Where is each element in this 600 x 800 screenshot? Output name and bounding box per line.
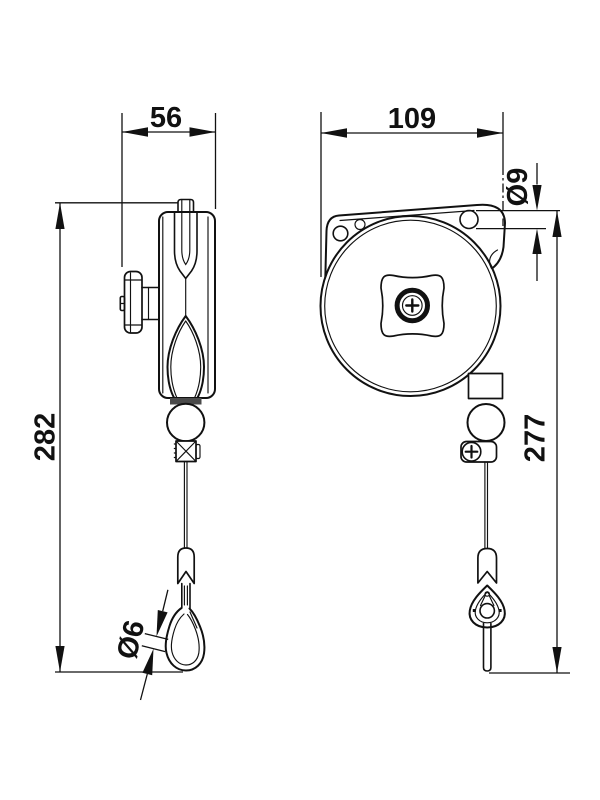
- dim-side-height: 282: [30, 202, 183, 673]
- flange-hole-small-2: [354, 218, 366, 231]
- dimensions: 56 109 Ø9 282: [30, 102, 570, 701]
- side-view: [119, 198, 216, 672]
- cable-outlet-side: [170, 398, 202, 405]
- cable-clamp-front: [460, 440, 498, 463]
- cable-end: [482, 622, 492, 672]
- flange-notch: [489, 249, 499, 270]
- tension-knob: [123, 270, 143, 334]
- dim-label-side-height: 282: [30, 413, 62, 461]
- flange-hole-small-1: [332, 225, 349, 242]
- dim-side-width: 56: [121, 102, 217, 267]
- dim-label-side-width: 56: [150, 102, 182, 134]
- front-view: [319, 203, 506, 672]
- mounting-hole: [459, 209, 479, 230]
- phillips-screw-center: [405, 298, 420, 313]
- dim-label-front-height: 277: [520, 414, 552, 462]
- phillips-screw-clamp: [464, 444, 479, 459]
- dim-label-hook-diameter: Ø6: [111, 617, 151, 662]
- dim-front-width: 109: [320, 103, 504, 277]
- cable-ball-stop-front: [466, 403, 506, 442]
- cable-ferrule-front: [477, 547, 498, 584]
- cable-front: [484, 461, 489, 550]
- snap-hook: [164, 607, 206, 672]
- suspension-stem: [177, 198, 195, 214]
- cable-ball-stop-side: [166, 402, 206, 443]
- dim-hook-diameter: Ø6: [111, 589, 169, 701]
- knob-hub: [141, 286, 160, 321]
- cable-ferrule-side: [176, 547, 196, 585]
- cable-outlet-front: [467, 372, 504, 400]
- cable-side: [183, 460, 188, 549]
- cable-clip: [468, 584, 506, 629]
- dim-mount-hole: Ø9: [476, 163, 560, 281]
- dim-front-height: 277: [489, 210, 570, 674]
- dim-label-mount-hole: Ø9: [502, 168, 534, 207]
- dim-label-front-width: 109: [388, 103, 436, 135]
